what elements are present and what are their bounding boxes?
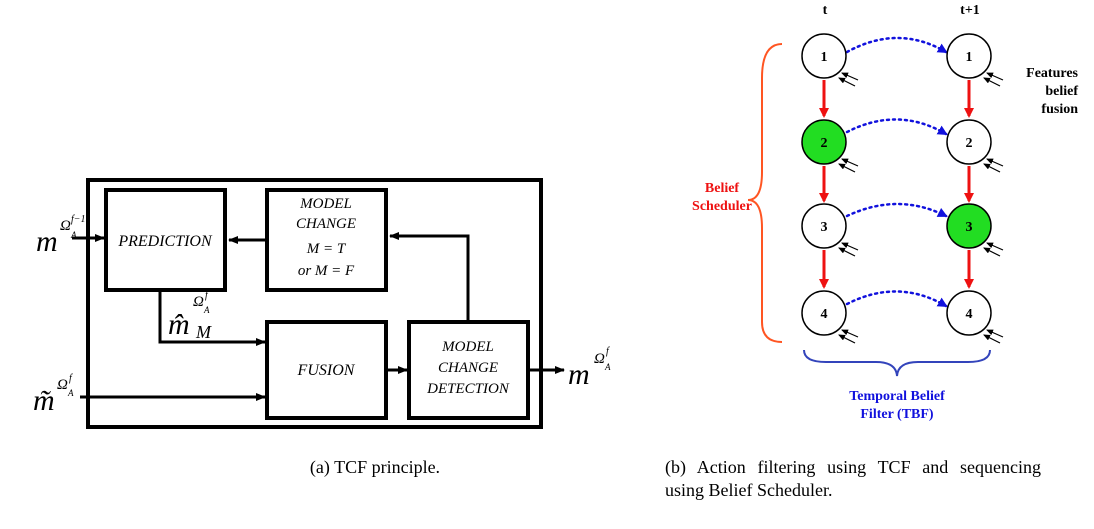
features-label-line-1: Features: [1026, 66, 1078, 81]
detection-feedback-arrow: [389, 232, 470, 320]
svg-text:m: m: [568, 358, 590, 391]
model-change-detection-block: [407, 320, 530, 420]
caption-a: (a) TCF principle.: [309, 457, 441, 477]
svg-text:f−1: f−1: [71, 214, 86, 225]
outer-frame: [86, 178, 543, 429]
tbf-brace: [803, 349, 991, 377]
svg-text:m̂: m̂: [168, 308, 190, 341]
node-t-2: 2: [801, 119, 847, 165]
tbf-label-line-2: Filter (TBF): [860, 407, 934, 422]
svg-text:3: 3: [821, 220, 828, 235]
scheduler-brace: [747, 43, 783, 343]
tbf-label-line-1: Temporal Belief: [849, 389, 945, 404]
feature-input-arrows: [838, 72, 1004, 344]
svg-text:A: A: [67, 388, 74, 398]
model-change-line-1: MODEL: [299, 196, 352, 212]
svg-text:A: A: [604, 362, 611, 372]
prediction-block: [104, 188, 227, 292]
svg-text:4: 4: [966, 307, 973, 322]
svg-text:2: 2: [821, 136, 828, 151]
svg-text:m: m: [36, 225, 58, 258]
scheduler-diagram: t t+1 1 2 3 4 1: [692, 3, 1078, 422]
svg-text:4: 4: [821, 307, 828, 322]
detection-line-3: DETECTION: [426, 381, 510, 397]
model-change-line-2: CHANGE: [296, 216, 356, 232]
svg-text:Ω: Ω: [60, 218, 71, 234]
fusion-label: FUSION: [297, 362, 356, 379]
svg-text:2: 2: [966, 136, 973, 151]
temporal-link-4: [845, 290, 948, 308]
temporal-link-2: [845, 118, 948, 136]
svg-text:Ω: Ω: [594, 351, 605, 367]
fusion-block: [265, 320, 388, 420]
detection-line-1: MODEL: [441, 339, 494, 355]
svg-text:A: A: [203, 305, 210, 315]
svg-text:M: M: [195, 322, 212, 342]
node-t-1: 1: [801, 33, 847, 79]
features-label-line-2: belief: [1045, 84, 1078, 99]
svg-text:1: 1: [966, 50, 973, 65]
prev-mass-label: m Ω A f−1: [36, 214, 86, 258]
svg-text:Ω: Ω: [57, 377, 68, 393]
node-t1-2: 2: [946, 119, 992, 165]
svg-text:m̃: m̃: [33, 384, 55, 417]
prediction-label: PREDICTION: [117, 233, 213, 250]
temporal-link-1: [845, 36, 948, 54]
detection-line-2: CHANGE: [438, 360, 498, 376]
svg-text:f: f: [606, 346, 610, 357]
model-change-block: [265, 188, 388, 292]
node-t1-1: 1: [946, 33, 992, 79]
svg-text:f: f: [205, 290, 209, 301]
time-label-t: t: [823, 3, 828, 18]
model-change-line-3: M = T: [306, 241, 347, 257]
obs-mass-label: m̃ Ω A f: [33, 373, 74, 417]
predicted-mass-label: m̂ Ω A f M: [168, 290, 212, 342]
time-label-t1: t+1: [960, 3, 980, 18]
node-t1-4: 4: [946, 290, 992, 336]
scheduler-label-line-2: Scheduler: [692, 199, 752, 214]
final-mass-label: m Ω A f: [568, 346, 611, 391]
tcf-diagram: PREDICTION MODEL CHANGE M = T or M = F F…: [33, 178, 611, 429]
temporal-link-3: [845, 202, 948, 218]
svg-text:f: f: [69, 373, 73, 384]
svg-text:A: A: [70, 230, 77, 240]
node-t-4: 4: [801, 290, 847, 336]
svg-text:Ω: Ω: [193, 294, 204, 310]
features-label-line-3: fusion: [1041, 102, 1078, 117]
model-change-line-4: or M = F: [298, 263, 355, 279]
svg-text:1: 1: [821, 50, 828, 65]
node-t-3: 3: [801, 203, 847, 249]
svg-text:3: 3: [966, 220, 973, 235]
prediction-to-fusion-arrow: [158, 292, 266, 346]
scheduler-label-line-1: Belief: [705, 181, 740, 196]
caption-b: (b) Action filtering using TCF and seque…: [665, 457, 1041, 500]
node-t1-3: 3: [946, 203, 992, 249]
